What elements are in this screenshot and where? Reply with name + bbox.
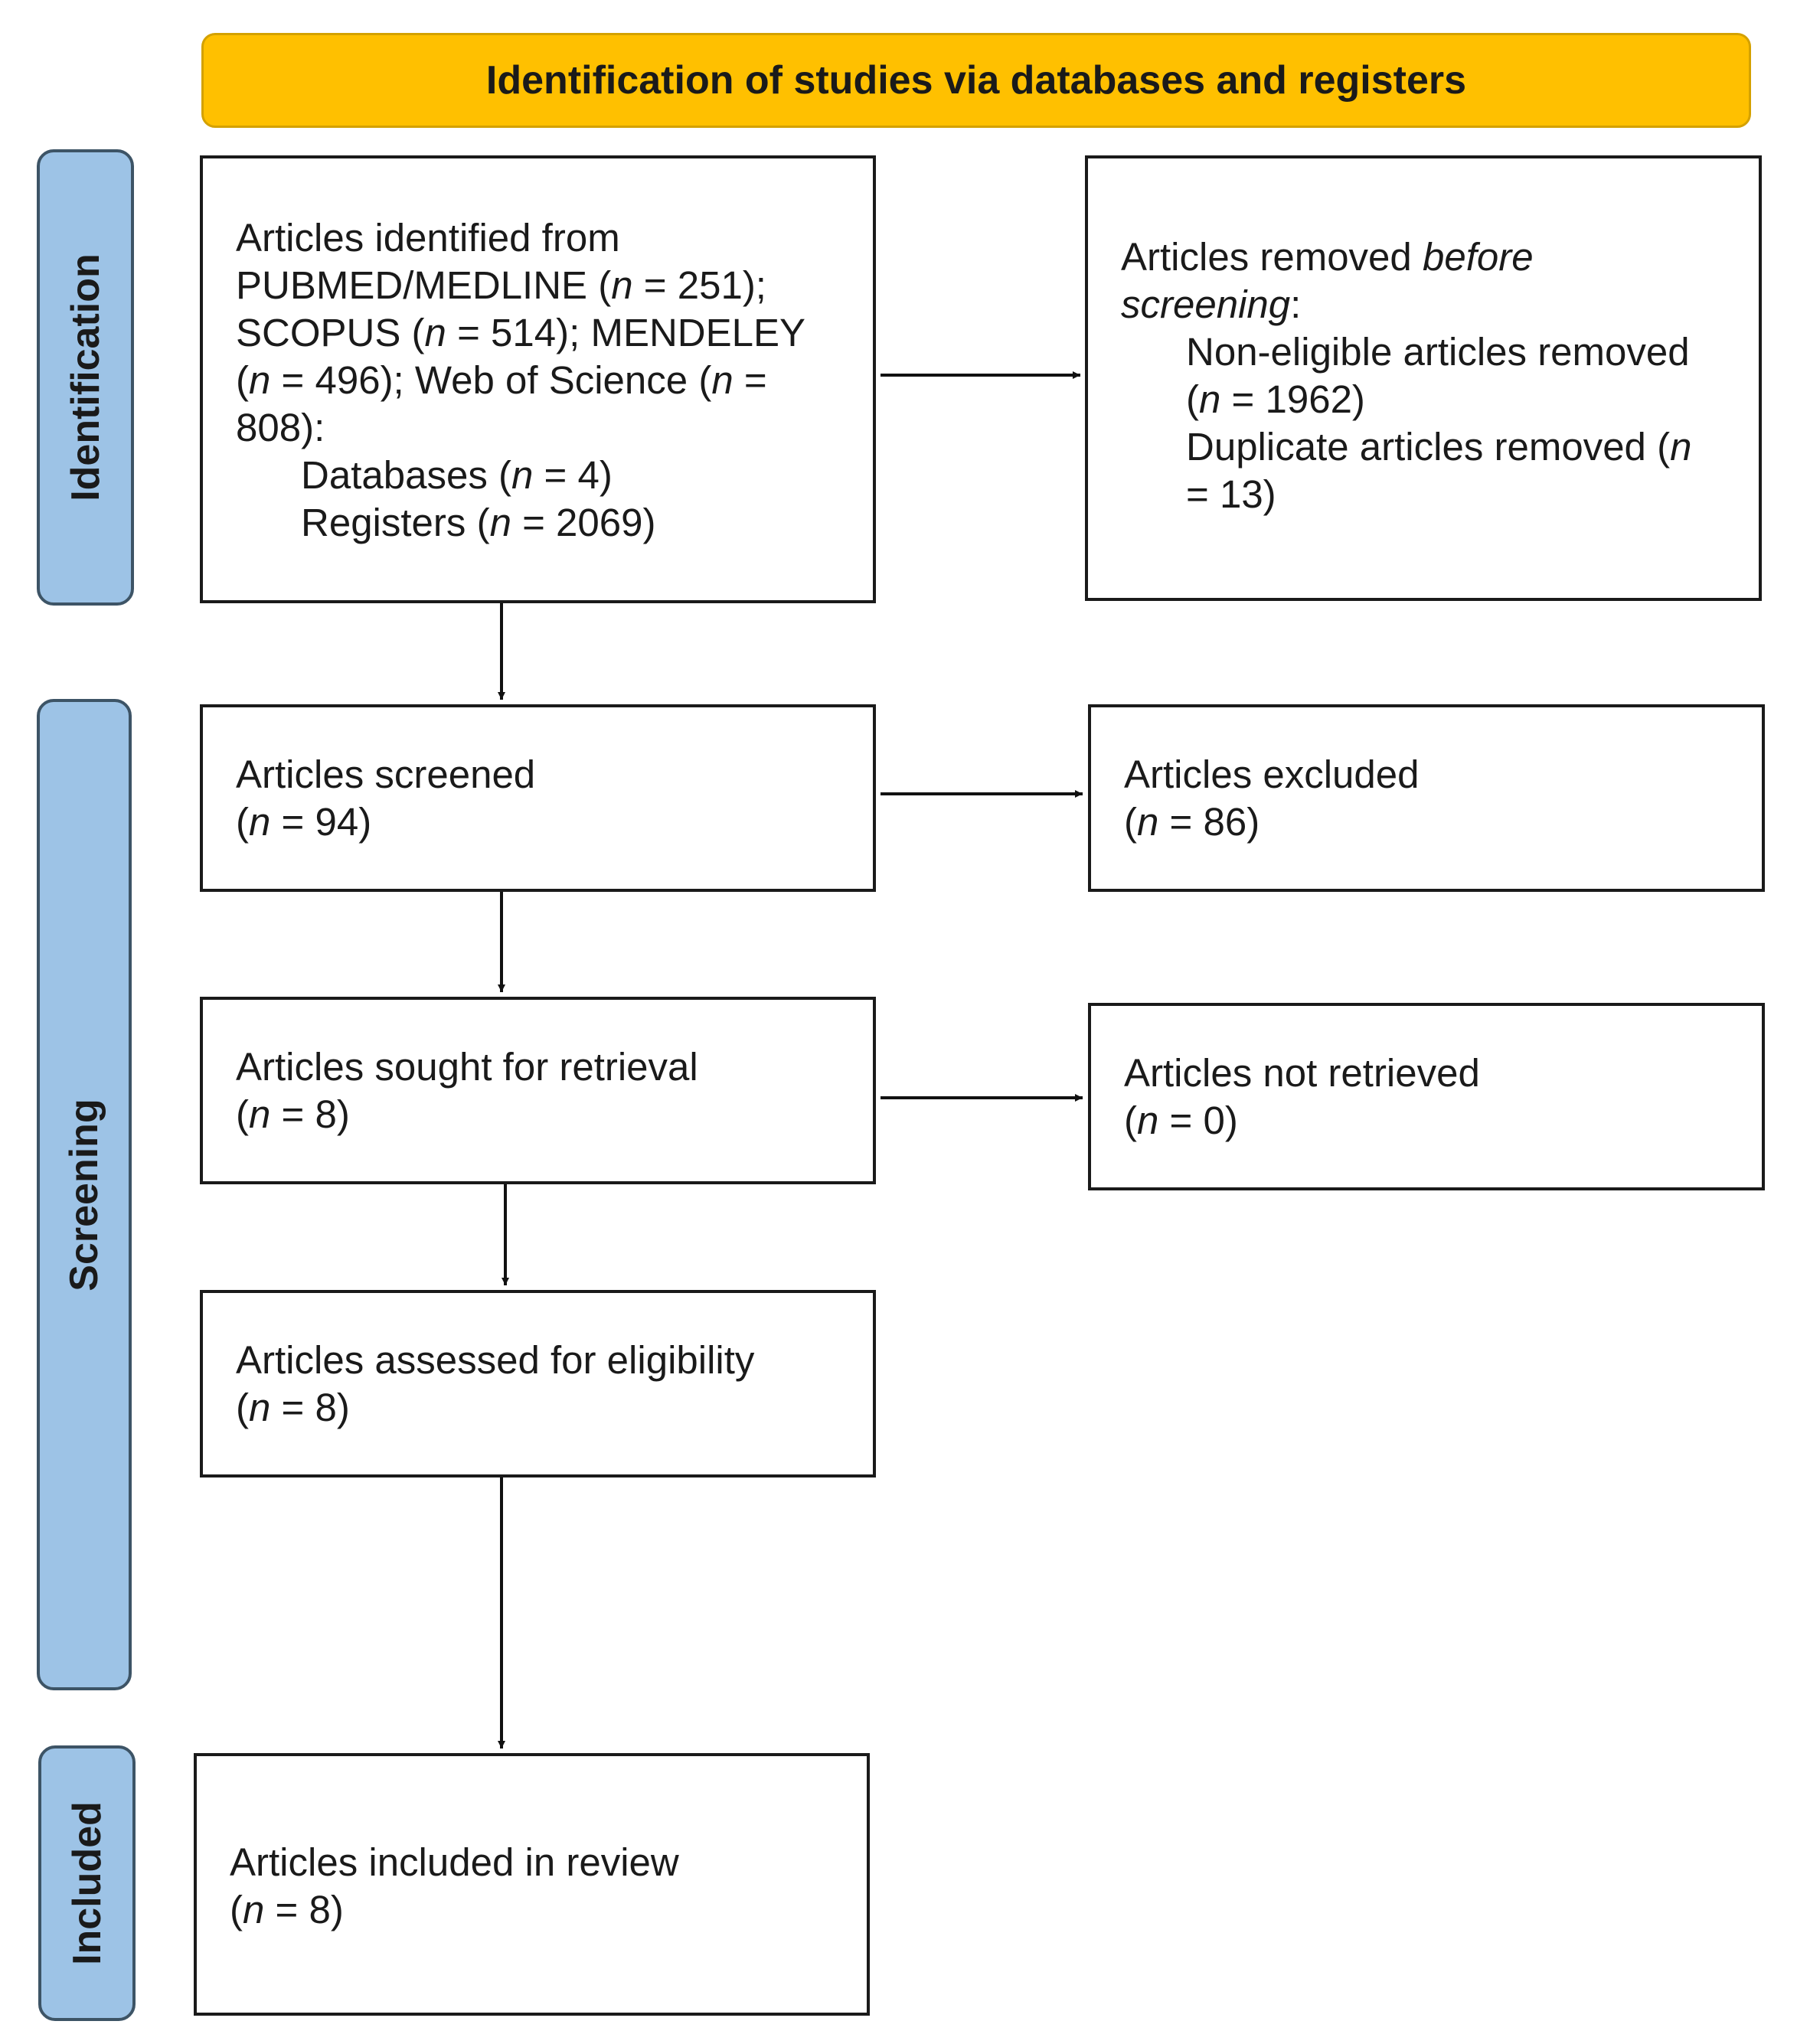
box-articles-not-retrieved: Articles not retrieved(n = 0) [1088,1003,1765,1190]
box-text-line: (n = 8) [230,1888,344,1931]
box-text-line: Databases (n = 4) [301,453,613,497]
italic-text: n [511,453,534,497]
box-text-line: (n = 94) [236,800,372,844]
stage-identification: Identification [37,149,134,606]
italic-text: n [489,501,511,544]
stage-included: Included [38,1745,136,2021]
box-text-line: Articles sought for retrieval [236,1045,698,1089]
box-text-line: SCOPUS (n = 514); MENDELEY [236,311,806,354]
italic-text: n [248,800,271,844]
italic-text: n [711,358,734,402]
box-text-line: Articles included in review [230,1840,679,1884]
box-text-line: PUBMED/MEDLINE (n = 251); [236,263,766,307]
header-banner: Identification of studies via databases … [201,33,1751,128]
italic-text: n [1136,1099,1159,1142]
box-text-line: Articles identified from [236,216,620,260]
box-text-line: Duplicate articles removed (n [1186,425,1692,469]
box-text-line: Articles not retrieved [1124,1051,1480,1095]
header-title: Identification of studies via databases … [485,58,1467,103]
italic-text: n [1136,800,1159,844]
box-text-line: Articles excluded [1124,753,1420,796]
box-text-line: (n = 8) [236,1092,350,1136]
italic-text: n [242,1888,265,1931]
box-articles-included: Articles included in review(n = 8) [194,1753,870,2016]
box-text-line: Articles assessed for eligibility [236,1338,755,1382]
italic-text: n [1198,377,1221,421]
box-articles-screened: Articles screened(n = 94) [200,704,876,892]
box-text-line: (n = 1962) [1186,377,1365,421]
box-text-line: 808): [236,406,325,449]
box-text-line: = 13) [1186,472,1276,516]
box-text-line: (n = 496); Web of Science (n = [236,358,767,402]
italic-text: n [424,311,446,354]
italic-text: n [611,263,633,307]
box-text-line: Articles removed before [1121,235,1534,279]
box-text-line: (n = 0) [1124,1099,1238,1142]
italic-text: before [1422,235,1534,279]
stage-screening: Screening [37,699,132,1690]
italic-text: n [248,358,271,402]
box-text-line: (n = 86) [1124,800,1260,844]
box-text-line: Registers (n = 2069) [301,501,656,544]
box-articles-assessed: Articles assessed for eligibility(n = 8) [200,1290,876,1477]
italic-text: n [248,1386,271,1429]
box-articles-excluded: Articles excluded(n = 86) [1088,704,1765,892]
italic-text: screening [1121,282,1291,326]
box-text-line: (n = 8) [236,1386,350,1429]
italic-text: n [1670,425,1692,469]
box-text-line: screening: [1121,282,1302,326]
box-articles-sought: Articles sought for retrieval(n = 8) [200,997,876,1184]
box-text-line: Articles screened [236,753,536,796]
italic-text: n [248,1092,271,1136]
box-text-line: Non-eligible articles removed [1186,330,1690,374]
